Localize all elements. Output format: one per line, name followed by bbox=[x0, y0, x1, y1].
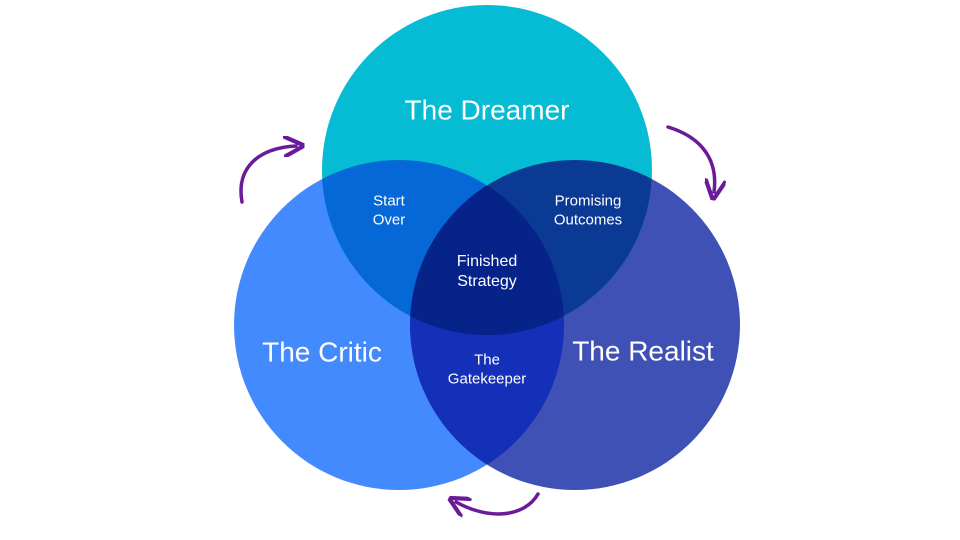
dreamer-label: The Dreamer bbox=[404, 94, 570, 126]
start-over-label: Start Over bbox=[372, 192, 406, 228]
arrow-top-right-icon bbox=[666, 125, 715, 192]
arrow-bottom-icon bbox=[456, 492, 540, 514]
overlap-center bbox=[410, 160, 564, 335]
arrow-top-left-icon bbox=[239, 146, 296, 204]
realist-label: The Realist bbox=[572, 335, 714, 367]
critic-label: The Critic bbox=[262, 336, 382, 368]
finished-strategy-label: Finished Strategy bbox=[456, 253, 518, 290]
promising-outcomes-label: Promising Outcomes bbox=[553, 192, 623, 228]
gatekeeper-label: The Gatekeeper bbox=[447, 351, 527, 387]
